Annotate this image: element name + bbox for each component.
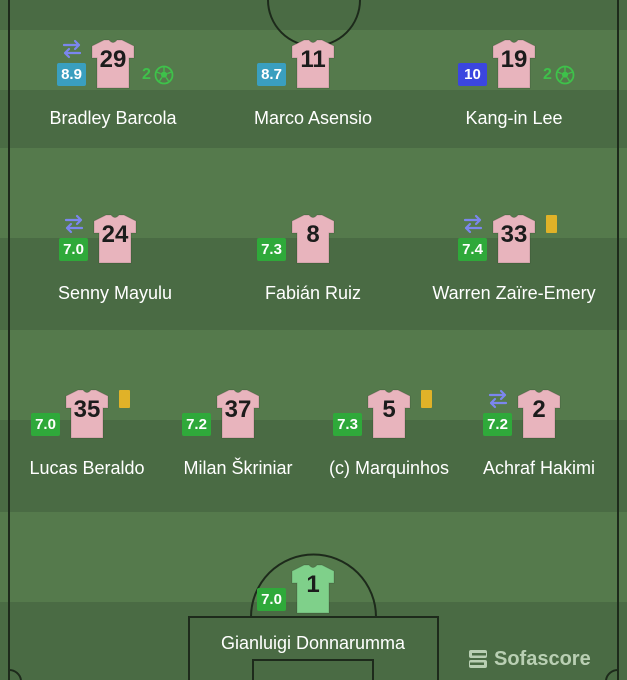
swap-arrows-icon	[64, 214, 84, 234]
shirt-number: 35	[73, 396, 101, 423]
player-name: Warren Zaïre-Emery	[432, 283, 596, 303]
shirt-icon	[93, 214, 137, 264]
player-name: Senny Mayulu	[57, 283, 173, 303]
goal-count: 2	[142, 66, 151, 83]
rating-badge: 7.0	[31, 413, 60, 436]
yellow-card-icon	[421, 390, 432, 408]
player-name: Bradley Barcola	[49, 108, 177, 128]
shirt-number: 1	[306, 571, 320, 598]
player-shirt: 11	[287, 38, 339, 90]
shirt-number: 8	[306, 221, 320, 248]
player-name: Gianluigi Donnarumma	[220, 633, 406, 653]
player-shirt: 29	[87, 38, 139, 90]
shirt-number: 2	[532, 396, 546, 423]
rating-badge: 8.7	[257, 63, 286, 86]
swap-arrows-icon	[62, 39, 82, 59]
goalkeeper-shirt-icon	[291, 564, 335, 614]
shirt-icon	[291, 214, 335, 264]
shirt-icon	[492, 39, 536, 89]
soccer-ball-icon	[154, 65, 174, 85]
player-name: Kang-in Lee	[465, 108, 563, 128]
shirt-number: 24	[101, 221, 129, 248]
player-shirt: 35	[61, 388, 113, 440]
player-card[interactable]: 5 7.3 (c) Marquinhos	[304, 388, 474, 498]
shirt-number: 5	[382, 396, 396, 423]
sofascore-logo-text: Sofascore	[494, 648, 591, 670]
swap-arrows-icon	[488, 389, 508, 409]
rating-badge: 7.2	[483, 413, 512, 436]
player-shirt: 19	[488, 38, 540, 90]
player-name: Milan Škriniar	[183, 458, 293, 478]
shirt-number: 29	[99, 46, 127, 73]
player-shirt: 33	[488, 213, 540, 265]
shirt-icon	[367, 389, 411, 439]
shirt-icon	[517, 389, 561, 439]
player-shirt: 1	[287, 563, 339, 615]
sofascore-logo-icon	[469, 650, 487, 668]
swap-arrows-icon	[463, 214, 483, 234]
rating-badge: 7.0	[59, 238, 88, 261]
soccer-ball-icon	[555, 65, 575, 85]
rating-badge: 8.9	[57, 63, 86, 86]
player-shirt: 24	[89, 213, 141, 265]
player-shirt: 5	[363, 388, 415, 440]
player-shirt: 8	[287, 213, 339, 265]
yellow-card-icon	[119, 390, 130, 408]
shirt-icon	[216, 389, 260, 439]
player-name: (c) Marquinhos	[328, 458, 450, 478]
shirt-icon	[492, 214, 536, 264]
player-shirt: 2	[513, 388, 565, 440]
player-name: Marco Asensio	[253, 108, 373, 128]
shirt-number: 33	[500, 221, 528, 248]
goal-count: 2	[543, 66, 552, 83]
rating-badge: 7.3	[333, 413, 362, 436]
player-name: Achraf Hakimi	[482, 458, 596, 478]
rating-badge: 7.3	[257, 238, 286, 261]
rating-badge: 10	[458, 63, 487, 86]
rating-badge: 7.0	[257, 588, 286, 611]
shirt-icon	[291, 39, 335, 89]
shirt-number: 11	[300, 46, 326, 73]
yellow-card-icon	[546, 215, 557, 233]
rating-badge: 7.2	[182, 413, 211, 436]
shirt-number: 37	[224, 396, 252, 423]
shirt-number: 19	[500, 46, 528, 73]
shirt-icon	[65, 389, 109, 439]
player-shirt: 37	[212, 388, 264, 440]
player-name: Lucas Beraldo	[29, 458, 145, 478]
shirt-icon	[91, 39, 135, 89]
rating-badge: 7.4	[458, 238, 487, 261]
player-name: Fabián Ruiz	[264, 283, 362, 303]
